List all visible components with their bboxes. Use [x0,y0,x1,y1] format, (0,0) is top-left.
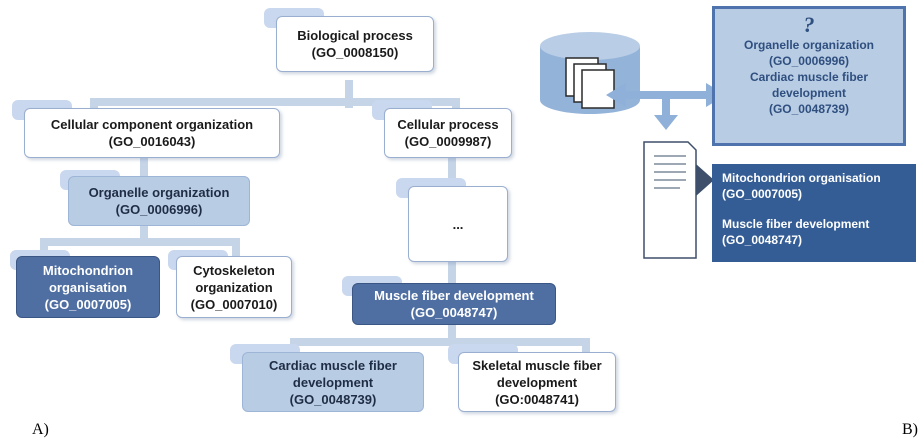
node-name-line2: development [292,374,374,390]
node-cytoskeleton-organization[interactable]: Cytoskeleton organization (GO_0007010) [176,256,292,318]
node-id: (GO_0048747) [410,305,498,320]
result-line: (GO_0007005) [722,187,803,201]
connector [345,80,353,108]
query-line: (GO_0006996) [768,54,850,68]
connector [448,262,456,284]
node-name: Biological process [297,28,413,43]
connector [290,338,590,346]
connector [90,98,98,112]
node-mitochondrion-organisation[interactable]: Mitochondrion organisation (GO_0007005) [16,256,160,318]
node-name-line1: Skeletal muscle fiber [472,357,602,373]
result-line: Muscle fiber development [722,217,870,231]
query-panel: ? Organelle organization (GO_0006996) Ca… [712,6,906,146]
figure-label-b: B) [902,421,918,438]
node-id: (GO_0009987) [404,134,492,149]
node-name: Cellular component organization [50,117,254,132]
node-cardiac-muscle-fiber-development[interactable]: Cardiac muscle fiber development (GO_004… [242,352,424,412]
connector [140,226,148,242]
node-skeletal-muscle-fiber-development[interactable]: Skeletal muscle fiber development (GO:00… [458,352,616,412]
node-cellular-process[interactable]: Cellular process (GO_0009987) [384,108,512,158]
node-name-line2: organization [195,279,273,295]
connector [582,338,590,352]
connector [40,238,240,246]
connector [90,98,460,106]
node-id: (GO_0008150) [311,45,399,60]
node-muscle-fiber-development[interactable]: Muscle fiber development (GO_0048747) [352,283,556,325]
node-id: (GO_0007005) [44,296,132,312]
connector [40,238,48,258]
node-id: (GO:0048741) [495,391,579,407]
node-ellipsis[interactable]: ... [408,186,508,262]
query-line: development [771,86,846,100]
node-id: (GO_0007010) [190,296,278,312]
connector [140,157,148,177]
node-id: (GO_0016043) [108,134,196,149]
node-name-line1: Mitochondrion [42,262,134,278]
connector [232,238,240,258]
query-line: Organelle organization [743,38,875,52]
node-biological-process[interactable]: Biological process (GO_0008150) [276,16,434,72]
node-name-line1: Cytoskeleton [193,262,275,278]
result-panel: Mitochondrion organisation (GO_0007005) … [712,164,916,262]
node-cellular-component-organization[interactable]: Cellular component organization (GO_0016… [24,108,280,158]
node-name: Muscle fiber development [374,288,534,303]
node-organelle-organization[interactable]: Organelle organization (GO_0006996) [68,176,250,226]
connector [448,156,456,184]
node-name-line1: Cardiac muscle fiber [269,357,397,373]
node-id: (GO_0006996) [115,202,203,217]
node-id: (GO_0048739) [289,391,377,407]
node-name-line2: organisation [48,279,127,295]
connector [452,98,460,112]
result-line: Mitochondrion organisation [722,171,881,185]
query-line: (GO_0048739) [768,102,850,116]
node-name: ... [452,216,464,232]
node-name: Cellular process [397,117,499,132]
document-icon [643,141,714,259]
result-line: (GO_0048747) [722,233,803,247]
question-mark-icon: ? [803,12,815,37]
node-name: Organelle organization [88,185,230,200]
connector [448,325,456,343]
node-name-line2: development [496,374,578,390]
figure-label-a: A) [32,421,49,438]
query-line: Cardiac muscle fiber [749,70,869,84]
